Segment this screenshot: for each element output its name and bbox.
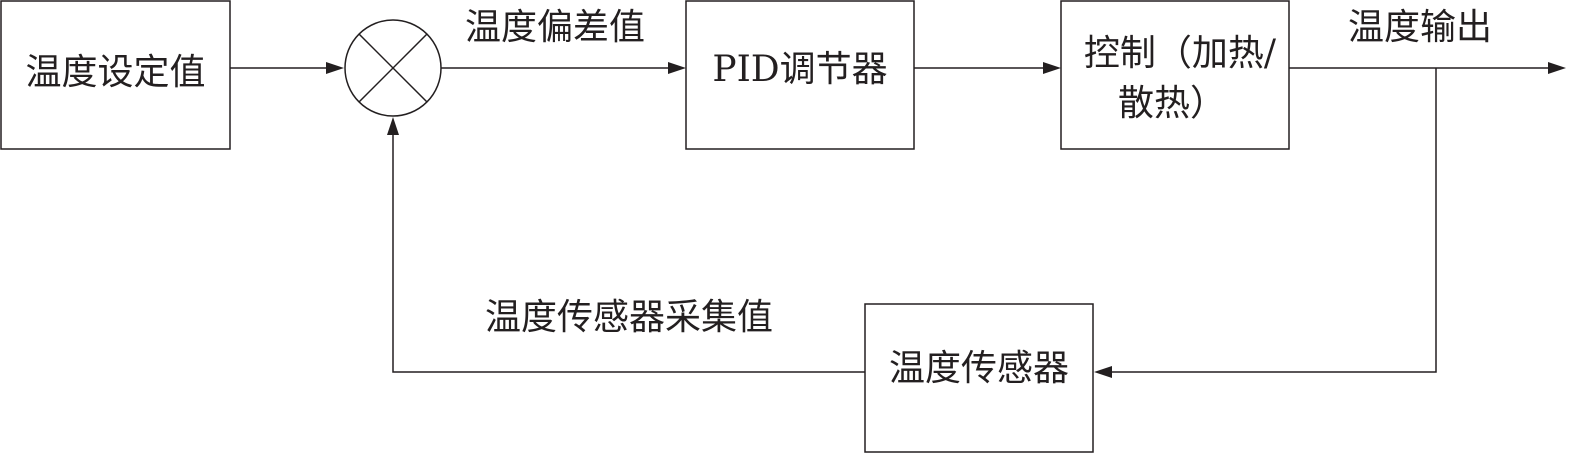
temperature-sensor-label: 温度传感器 (889, 348, 1069, 389)
output-signal-label: 温度输出 (1348, 7, 1492, 48)
actuator-label-line2: 散热） (1118, 83, 1226, 124)
output-arrow (1289, 62, 1566, 74)
actuator-block: 控制（加热/ 散热） (1060, 0, 1290, 150)
error-to-pid-arrow (441, 62, 686, 74)
feedback-to-sensor-arrow (1094, 68, 1437, 378)
feedback-signal-label: 温度传感器采集值 (485, 297, 773, 338)
pid-controller-label: PID调节器 (712, 49, 887, 90)
pid-controller-block: PID调节器 (685, 0, 915, 150)
summing-junction (344, 19, 442, 117)
pid-to-actuator-arrow (914, 62, 1061, 74)
actuator-label-line1: 控制（加热/ (1084, 33, 1277, 74)
setpoint-to-junction-arrow (230, 62, 344, 74)
setpoint-label: 温度设定值 (25, 52, 205, 93)
temperature-sensor-block: 温度传感器 (864, 303, 1094, 453)
sensor-to-junction-arrow (387, 117, 865, 373)
error-signal-label: 温度偏差值 (465, 7, 645, 48)
setpoint-block: 温度设定值 (0, 0, 231, 150)
